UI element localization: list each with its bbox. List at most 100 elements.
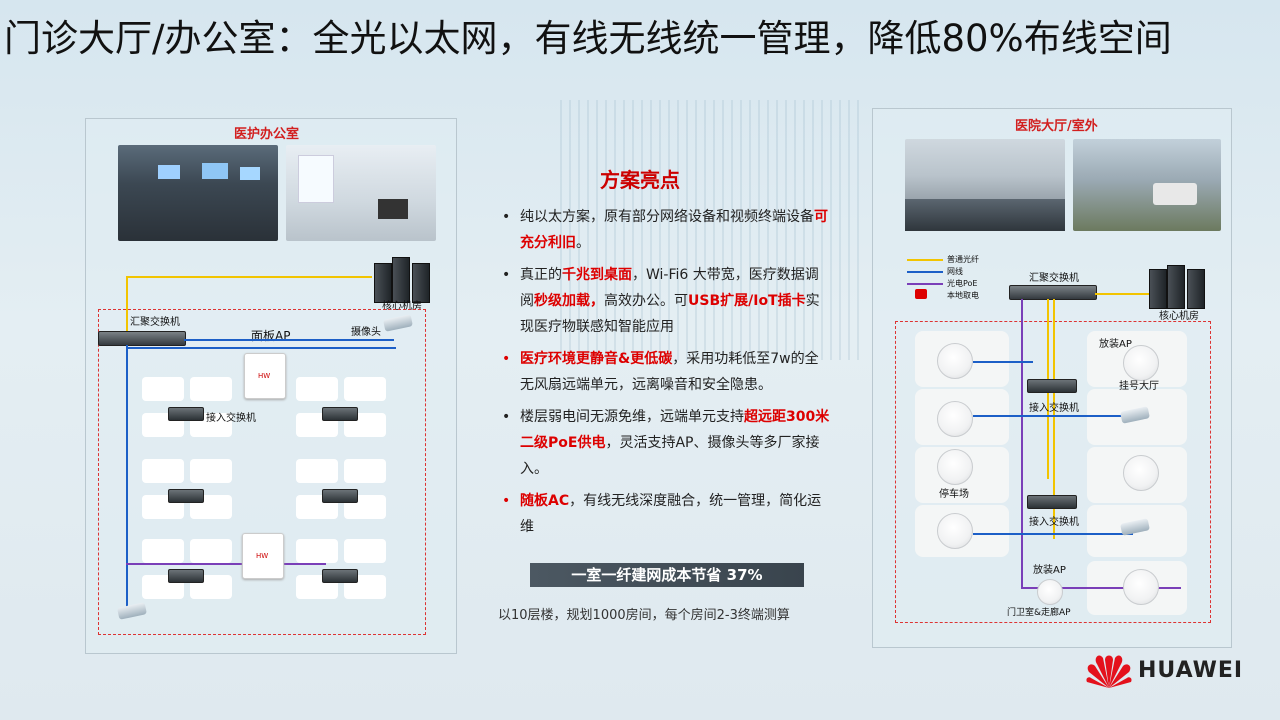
- panel-ap-icon: HW: [244, 353, 286, 399]
- room-terminal: [190, 539, 232, 563]
- room-terminal: [344, 377, 386, 401]
- highlight-item: • 随板AC，有线无线深度融合，统一管理，简化运维: [500, 488, 830, 540]
- room-terminal: [296, 459, 338, 483]
- highlight-text: ，Wi-Fi6 大带宽，医疗数据调阅: [520, 267, 819, 309]
- network-cable: [973, 361, 1033, 363]
- aggregation-switch-icon: [1009, 285, 1097, 300]
- room-terminal: [296, 377, 338, 401]
- parking-label: 停车场: [939, 489, 969, 500]
- outdoor-photo: [1073, 139, 1221, 231]
- hall-photo: [905, 139, 1065, 231]
- core-server-icon: [1187, 269, 1205, 309]
- highlight-text: ，采用功耗低至7w的全无风扇远端单元，远离噪音和安全隐患。: [520, 351, 819, 393]
- legend-power-label: 本地取电: [947, 291, 979, 300]
- access-switch-icon: [322, 407, 358, 421]
- core-room-label: 核心机房: [1159, 311, 1199, 322]
- access-switch-label: 接入交换机: [1029, 517, 1079, 528]
- ceiling-ap-icon: [1037, 579, 1063, 605]
- bullet-dot: •: [502, 267, 511, 283]
- highlight-text: 高效办公。可: [604, 293, 688, 309]
- brand-name: HUAWEI: [1138, 658, 1244, 683]
- highlight-emphasis: 千兆到桌面: [562, 267, 632, 283]
- access-switch-icon: [322, 489, 358, 503]
- highlight-emphasis: 随板AC: [520, 493, 570, 509]
- bullet-dot: •: [502, 493, 511, 509]
- network-cable: [184, 339, 394, 341]
- highlight-emphasis: 超远距300米二级PoE供电: [520, 409, 830, 451]
- poe-line: [126, 563, 326, 565]
- network-cable: [126, 345, 128, 615]
- room-terminal: [142, 377, 184, 401]
- savings-banner: 一室一纤建网成本节省 37%: [530, 563, 804, 587]
- core-server-icon: [374, 263, 392, 303]
- access-switch-label: 接入交换机: [206, 413, 256, 424]
- savings-note: 以10层楼，规划1000房间，每个房间2-3终端测算: [498, 608, 790, 623]
- legend-poe-line: [907, 283, 943, 285]
- room-terminal: [190, 459, 232, 483]
- ceiling-ap-icon: [1123, 569, 1159, 605]
- fiber-line: [1053, 299, 1055, 539]
- bullet-dot: •: [502, 351, 511, 367]
- ap-label: 放装AP: [1033, 565, 1066, 576]
- room-terminal: [190, 377, 232, 401]
- highlight-text: 纯以太方案，原有部分网络设备和视频终端设备: [520, 209, 814, 225]
- panel-ap-icon: HW: [242, 533, 284, 579]
- highlight-text: 。: [576, 235, 590, 251]
- building-zone: [98, 309, 426, 635]
- ceiling-ap-icon: [1123, 455, 1159, 491]
- highlight-emphasis: 可充分利旧: [520, 209, 828, 251]
- highlight-text: 真正的: [520, 267, 562, 283]
- highlights-list: • 纯以太方案，原有部分网络设备和视频终端设备可充分利旧。 • 真正的千兆到桌面，Wi…: [500, 204, 830, 546]
- highlights-title: 方案亮点: [600, 168, 680, 192]
- fiber-line: [1095, 293, 1149, 295]
- agg-switch-label: 汇聚交换机: [1029, 273, 1079, 284]
- highlight-emphasis: 医疗环境更静音&更低碳: [520, 351, 673, 367]
- aggregation-switch-icon: [98, 331, 186, 346]
- ceiling-ap-icon: [937, 513, 973, 549]
- hall-label: 挂号大厅: [1119, 381, 1159, 392]
- power-plug-icon: [915, 289, 927, 299]
- highlight-text: ，有线无线深度融合，统一管理，简化运维: [520, 493, 822, 535]
- core-server-icon: [392, 257, 410, 303]
- room-terminal: [344, 459, 386, 483]
- core-room-label: 核心机房: [382, 301, 422, 312]
- network-cable: [126, 347, 396, 349]
- access-switch-icon: [1027, 379, 1077, 393]
- bullet-dot: •: [502, 209, 511, 225]
- bullet-dot: •: [502, 409, 511, 425]
- panel-ap-label: 面板AP: [251, 329, 291, 343]
- ceiling-ap-icon: [1123, 345, 1159, 381]
- access-switch-icon: [168, 489, 204, 503]
- highlight-text: ，灵活支持AP、摄像头等多厂家接入。: [520, 435, 820, 477]
- right-panel-title: 医院大厅/室外: [1015, 119, 1098, 134]
- gate-label: 门卫室&走廊AP: [1007, 608, 1071, 618]
- camera-label: 摄像头: [351, 327, 381, 338]
- legend-cable-line: [907, 271, 943, 273]
- highlight-emphasis: USB扩展/IoT插卡: [688, 293, 806, 309]
- legend-poe-label: 光电PoE: [947, 279, 978, 288]
- core-server-icon: [412, 263, 430, 303]
- office-photo-2: [286, 145, 436, 241]
- legend-fiber-label: 普通光纤: [947, 255, 979, 264]
- access-switch-icon: [168, 407, 204, 421]
- access-switch-label: 接入交换机: [1029, 403, 1079, 414]
- highlight-item: • 医疗环境更静音&更低碳，采用功耗低至7w的全无风扇远端单元，远离噪音和安全隐患…: [500, 346, 830, 398]
- legend-cable-label: 网线: [947, 267, 963, 276]
- fiber-line: [126, 276, 128, 340]
- background-texture: [560, 100, 860, 360]
- huawei-logo-icon: [1086, 655, 1132, 688]
- highlight-text: 楼层弱电间无源免维，远端单元支持: [520, 409, 744, 425]
- agg-switch-label: 汇聚交换机: [130, 317, 180, 328]
- highlight-item: • 纯以太方案，原有部分网络设备和视频终端设备可充分利旧。: [500, 204, 830, 256]
- highlight-emphasis: 秒级加载，: [534, 293, 604, 309]
- poe-line: [1021, 587, 1181, 589]
- core-server-icon: [1167, 265, 1185, 309]
- room-terminal: [344, 539, 386, 563]
- ceiling-ap-icon: [937, 343, 973, 379]
- room-terminal: [296, 539, 338, 563]
- access-switch-icon: [168, 569, 204, 583]
- access-switch-icon: [1027, 495, 1077, 509]
- highlight-item: • 楼层弱电间无源免维，远端单元支持超远距300米二级PoE供电，灵活支持AP、摄…: [500, 404, 830, 482]
- left-diagram-panel: 医护办公室 核心机房 汇聚交换机 面板AP 摄像头 HW HW 接入交换机: [85, 118, 457, 654]
- page-title: 门诊大厅/办公室：全光以太网，有线无线统一管理，降低80%布线空间: [4, 17, 1172, 60]
